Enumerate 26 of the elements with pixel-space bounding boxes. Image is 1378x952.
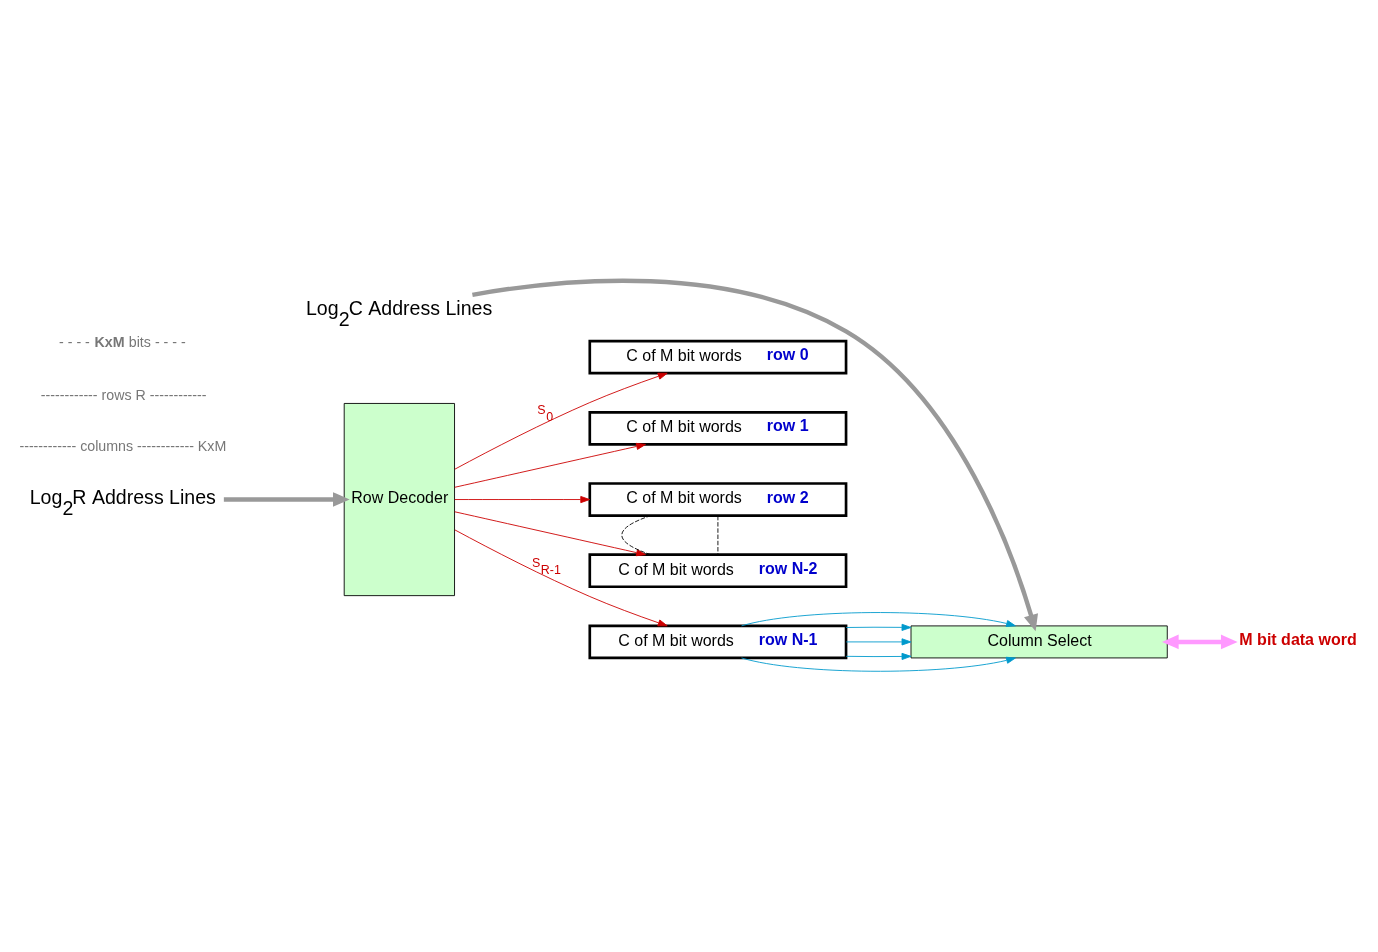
arrow: [845, 623, 912, 631]
arrow: [454, 496, 591, 504]
node-box: C of M bit words row N-2: [588, 553, 848, 589]
arrow: [845, 638, 912, 646]
arrow: [454, 529, 668, 627]
arrow: [454, 511, 646, 557]
arrow: [845, 652, 912, 660]
node-box: C of M bit words row 1: [588, 411, 848, 446]
label: ------------ columns ------------ KxM: [19, 438, 227, 455]
node-box: Column Select: [910, 625, 1168, 659]
connector: [621, 515, 652, 556]
arrow: [472, 278, 1039, 632]
arrow: [741, 612, 1016, 627]
label: ------------ rows R ------------: [40, 386, 207, 403]
arrow: [454, 372, 668, 470]
arrow: [223, 492, 350, 507]
connector: [717, 515, 719, 556]
node-box: C of M bit words row 2: [588, 482, 848, 517]
node-box: C of M bit words row N-1: [588, 624, 848, 660]
node-box: C of M bit words row 0: [588, 339, 848, 375]
node-box: Row Decoder: [343, 403, 455, 597]
node-text: M bit data word: [1239, 630, 1357, 648]
label: - - - - KxM bits - - - -: [59, 334, 186, 351]
arrow: [454, 442, 646, 488]
arrow: [1162, 634, 1238, 650]
arrow: [741, 656, 1016, 672]
